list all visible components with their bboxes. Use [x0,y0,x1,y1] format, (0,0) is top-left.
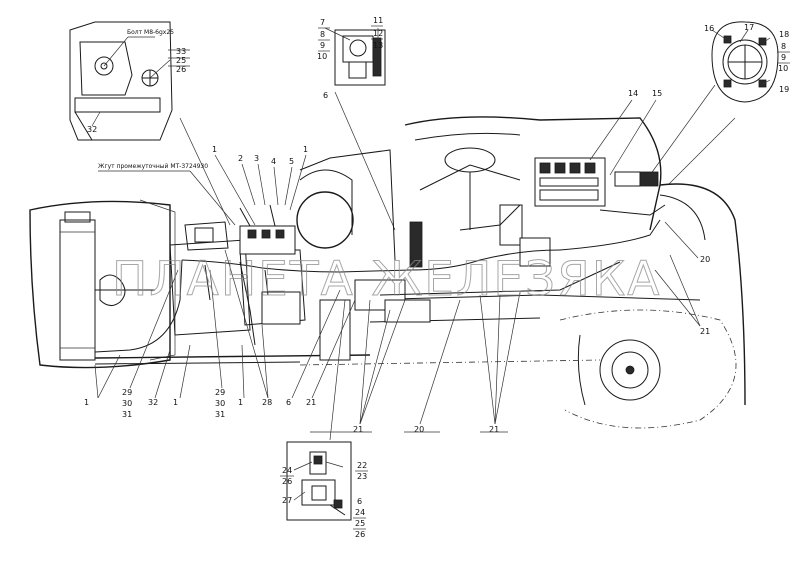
watermark-text: ПЛАНЕТА ЖЕЛЕЗЯКА [112,252,661,307]
callout-7: 7 [320,18,325,27]
callout-10-lamp: 10 [778,64,788,73]
callout-15: 15 [652,89,662,98]
callout-32-main: 32 [148,398,158,407]
callout-31: 31 [122,410,132,419]
callout-6-mid: 6 [286,398,291,407]
inset-bolt-detail [69,21,190,141]
callout-31-b: 31 [215,410,225,419]
callout-26: 26 [176,65,186,74]
callout-21-right: 21 [700,327,710,336]
callout-1-low: 1 [173,398,178,407]
callout-18: 18 [779,30,789,39]
harness-note: Жгут промежуточный МТ-3724930 [98,163,208,170]
callout-20-center: 20 [414,425,424,434]
callout-33: 33 [176,47,186,56]
inset-connector-detail [324,27,386,86]
callout-17: 17 [744,23,754,32]
callout-1-top: 1 [212,145,217,154]
callout-9: 9 [320,41,325,50]
callout-26-bottom: 26 [355,530,365,539]
callout-1-mid: 1 [238,398,243,407]
callout-29-b: 29 [215,388,225,397]
callout-27: 27 [282,496,292,505]
callout-24: 24 [282,466,292,475]
callout-12: 12 [373,29,383,38]
callout-14: 14 [628,89,638,98]
callout-8-lamp: 8 [781,42,786,51]
callout-5: 5 [289,157,294,166]
callout-22: 22 [357,461,367,470]
callout-32: 32 [87,125,97,134]
callout-21-center-right: 21 [489,425,499,434]
callout-29: 29 [122,388,132,397]
callout-19: 19 [779,85,789,94]
callout-25: 25 [176,56,186,65]
callout-10: 10 [317,52,327,61]
callout-21-center: 21 [353,425,363,434]
callout-20-right: 20 [700,255,710,264]
callout-16: 16 [704,24,714,33]
callout-21-mid: 21 [306,398,316,407]
callout-28: 28 [262,398,272,407]
callout-26-detail: 26 [282,477,292,486]
callout-30: 30 [122,399,132,408]
callout-11: 11 [373,16,383,25]
bolt-note: Болт М8-6gх25 [127,29,174,36]
callout-9-lamp: 9 [781,53,786,62]
callout-3: 3 [254,154,259,163]
inset-lamp-detail [711,21,779,103]
callout-23: 23 [357,472,367,481]
inset-mount-detail [286,441,352,521]
callout-1-top-right: 1 [303,145,308,154]
callout-6-detail: 6 [357,497,362,506]
tractor-main-view [29,116,746,429]
callout-25-detail: 25 [355,519,365,528]
callout-30-b: 30 [215,399,225,408]
callout-24-detail: 24 [355,508,365,517]
callout-8: 8 [320,30,325,39]
callout-2: 2 [238,154,243,163]
callout-1-left: 1 [84,398,89,407]
callout-4: 4 [271,157,276,166]
callout-6-top: 6 [323,91,328,100]
callout-13: 13 [373,41,383,50]
